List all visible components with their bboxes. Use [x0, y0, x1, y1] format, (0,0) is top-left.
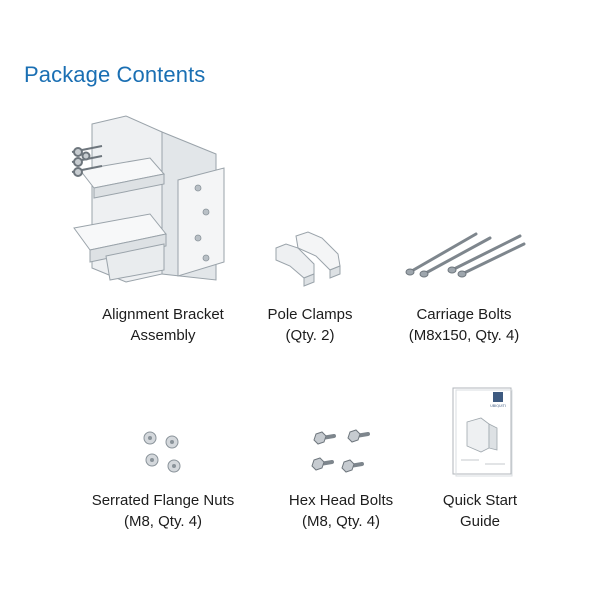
guide-brand-text: UBIQUITI: [490, 404, 506, 408]
pole-clamps-image: [275, 231, 341, 287]
caption-quick-start-guide: Quick Start Guide: [442, 492, 518, 530]
hex-bolts-image: [311, 429, 370, 473]
caption-carriage-bolts: Carriage Bolts (M8x150, Qty. 4): [408, 306, 520, 344]
alignment-bracket-image: [71, 115, 225, 283]
flange-nuts-image: [143, 431, 181, 473]
caption-hex-head-bolts: Hex Head Bolts (M8, Qty. 4): [288, 492, 394, 530]
caption-pole-clamps: Pole Clamps (Qty. 2): [267, 306, 353, 344]
caption-serrated-flange-nuts: Serrated Flange Nuts (M8, Qty. 4): [91, 492, 235, 530]
carriage-bolts-image: [405, 232, 526, 278]
page-title: Package Contents: [24, 62, 206, 87]
caption-alignment-bracket: Alignment Bracket Assembly: [102, 306, 224, 344]
quick-start-guide-image: UBIQUITI: [452, 387, 513, 477]
